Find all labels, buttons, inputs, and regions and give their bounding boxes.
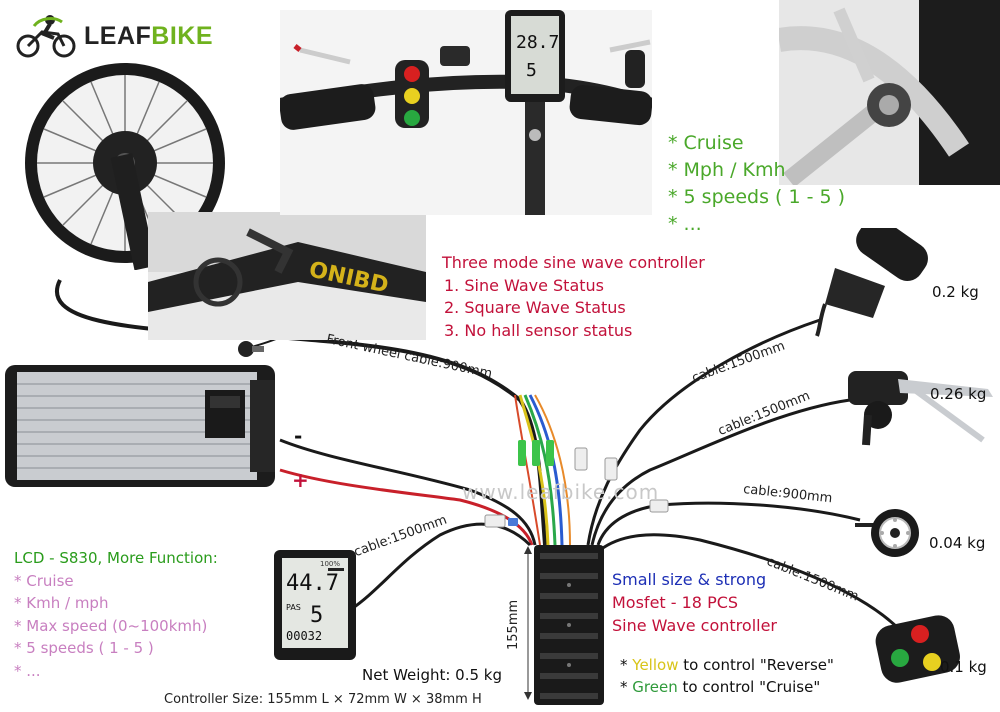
switch-cable bbox=[599, 533, 902, 632]
battery-wire-black bbox=[279, 438, 537, 546]
yellow-button-icon bbox=[404, 88, 420, 104]
controller-size: Controller Size: 155mm L × 72mm W × 38mm… bbox=[164, 692, 482, 707]
connector-white-3 bbox=[649, 499, 669, 513]
yellow-button-note: * Yellow to control "Reverse" bbox=[620, 656, 834, 674]
feature-list: * Cruise * Mph / Kmh * 5 speeds ( 1 - 5 … bbox=[668, 130, 845, 238]
handlebar-photo: 28.7 5 bbox=[280, 10, 652, 215]
logo-wordmark: LEAFBIKE bbox=[84, 22, 214, 50]
controller-box bbox=[534, 545, 604, 705]
net-weight: Net Weight: 0.5 kg bbox=[362, 666, 503, 684]
feature-item: * Cruise bbox=[668, 132, 744, 154]
lcd-feature-list: LCD - S830, More Function: * Cruise * Km… bbox=[14, 547, 218, 682]
controller-mode-item: 2. Square Wave Status bbox=[444, 298, 626, 317]
connector-blue bbox=[508, 518, 518, 526]
lcd-s830-speed: 44.7 bbox=[286, 571, 339, 596]
red-button-icon bbox=[404, 66, 420, 82]
throttle-weight: 0.2 kg bbox=[932, 283, 979, 301]
phase-wire-green bbox=[523, 394, 557, 546]
controller-spec-line: Mosfet - 18 PCS bbox=[612, 593, 739, 612]
brake-cable bbox=[590, 398, 851, 546]
bike-frame-photo: ONIBD bbox=[148, 212, 426, 340]
function-switch-photo bbox=[868, 610, 968, 685]
cyclist-icon bbox=[16, 15, 76, 58]
watermark: www.leafbike.com bbox=[462, 480, 660, 504]
lcd-s830-pas: PAS bbox=[286, 603, 301, 612]
lcd-feature-item: * ... bbox=[14, 661, 41, 680]
controller-spec-line: Sine Wave controller bbox=[612, 616, 777, 635]
pas-mount-photo bbox=[779, 0, 1000, 185]
green-button-note: * Green to control "Cruise" bbox=[620, 678, 821, 696]
controller-spec-line: Small size & strong bbox=[612, 570, 767, 589]
battery-minus-label: - bbox=[294, 424, 303, 448]
controller-height-label: 155mm bbox=[506, 599, 521, 650]
controller-mode-list: Three mode sine wave controller 1. Sine … bbox=[442, 252, 705, 342]
lcd-feature-item: * Max speed (0~100kmh) bbox=[14, 616, 208, 635]
handlebar-lcd-speed: 28.7 bbox=[516, 32, 559, 53]
controller-mode-item: 3. No hall sensor status bbox=[444, 320, 633, 340]
throttle-cable bbox=[586, 318, 821, 546]
connector-green-3 bbox=[546, 440, 554, 466]
controller-mode-title: Three mode sine wave controller bbox=[442, 253, 705, 272]
handlebar-lcd-gear: 5 bbox=[526, 60, 537, 81]
lcd-s830-photo: 100% 44.7 PAS 5 00032 bbox=[272, 548, 362, 662]
feature-item: * 5 speeds ( 1 - 5 ) bbox=[668, 186, 846, 208]
lcd-feature-item: * 5 speeds ( 1 - 5 ) bbox=[14, 639, 154, 657]
lcd-feature-title: LCD - S830, More Function: bbox=[14, 549, 218, 567]
lcd-s830-pct: 100% bbox=[320, 560, 340, 568]
lcd-feature-item: * Kmh / mph bbox=[14, 594, 109, 612]
green-button-icon bbox=[404, 110, 420, 126]
pas-weight: 0.04 kg bbox=[929, 534, 986, 552]
hall-wire-orange bbox=[534, 394, 571, 546]
lcd-feature-item: * Cruise bbox=[14, 571, 74, 590]
controller-spec: Small size & strong Mosfet - 18 PCS Sine… bbox=[612, 568, 777, 637]
lcd-s830-gear: 5 bbox=[310, 603, 323, 628]
connector-white-4 bbox=[484, 514, 506, 528]
battery-plus-label: + bbox=[292, 468, 309, 492]
battery-key-icon bbox=[236, 335, 266, 365]
feature-item: * ... bbox=[668, 213, 702, 235]
controller-mode-item: 1. Sine Wave Status bbox=[444, 275, 605, 295]
switch-weight: 0.1 kg bbox=[940, 658, 987, 676]
brake-weight: 0.26 kg bbox=[930, 385, 987, 403]
connector-white-1 bbox=[574, 447, 588, 471]
connector-green-2 bbox=[532, 440, 540, 466]
connector-white-2 bbox=[604, 457, 618, 481]
lcd-s830-odo: 00032 bbox=[286, 629, 322, 643]
brake-lever-photo bbox=[838, 355, 998, 447]
pas-sensor-photo bbox=[855, 503, 920, 563]
connector-green-1 bbox=[518, 440, 526, 466]
throttle-photo bbox=[815, 228, 930, 338]
lcd-cable bbox=[349, 522, 532, 612]
leafbike-logo: LEAFBIKE bbox=[14, 14, 214, 58]
pas-cable bbox=[596, 501, 861, 546]
battery-pack bbox=[5, 360, 280, 490]
button-function-note: * Yellow to control "Reverse" * Green to… bbox=[620, 654, 834, 698]
motor-wheel-photo bbox=[20, 55, 230, 270]
feature-item: * Mph / Kmh bbox=[668, 159, 786, 181]
